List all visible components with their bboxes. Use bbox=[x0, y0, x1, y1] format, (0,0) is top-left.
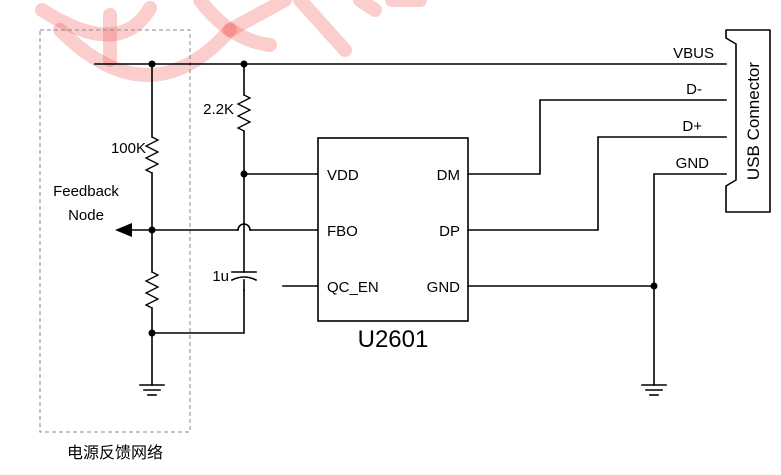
feedback-arrow-icon bbox=[115, 223, 132, 237]
ic-pin-gnd-label: GND bbox=[427, 279, 461, 296]
ic-pin-dp-label: DP bbox=[439, 223, 460, 240]
vbus-label: VBUS bbox=[673, 45, 714, 62]
feedback-node-label-line1: Feedback bbox=[53, 183, 119, 200]
resistor-100k-label: 100K bbox=[111, 140, 146, 157]
d-plus-label: D+ bbox=[682, 118, 702, 135]
capacitor-symbol bbox=[230, 271, 258, 291]
resistor-2k2-label: 2.2K bbox=[203, 101, 234, 118]
capacitor-label: 1u bbox=[212, 268, 229, 285]
resistor-100k-symbol bbox=[144, 136, 160, 174]
dp-wire bbox=[467, 136, 727, 231]
resistor-2k2-symbol bbox=[236, 94, 252, 132]
ground-symbol-right bbox=[641, 384, 667, 396]
connector-gnd-wire bbox=[653, 173, 727, 386]
ic-pin-dm-label: DM bbox=[437, 167, 460, 184]
ic-body bbox=[317, 137, 469, 322]
ic-pin-qc-en-label: QC_EN bbox=[327, 279, 379, 296]
ic-pin-vdd-label: VDD bbox=[327, 167, 359, 184]
dm-wire bbox=[467, 99, 727, 175]
watermark bbox=[35, 0, 427, 82]
feedback-node-label-line2: Node bbox=[68, 207, 104, 224]
usb-connector-label: USB Connector bbox=[744, 62, 763, 180]
usb-connector-body bbox=[725, 29, 771, 213]
gnd-junction-dot bbox=[650, 282, 658, 290]
divider-to-cap-wire bbox=[151, 289, 245, 334]
resistor-lower-symbol bbox=[144, 271, 160, 309]
ground-symbol-left bbox=[139, 384, 165, 396]
d-minus-label: D- bbox=[686, 81, 702, 98]
feedback-network-caption: 电源反馈网络 bbox=[67, 443, 163, 462]
gnd-label: GND bbox=[676, 155, 710, 172]
ic-pin-fbo-label: FBO bbox=[327, 223, 358, 240]
feedback-network-box bbox=[39, 29, 191, 433]
ic-name-label: U2601 bbox=[358, 326, 429, 353]
